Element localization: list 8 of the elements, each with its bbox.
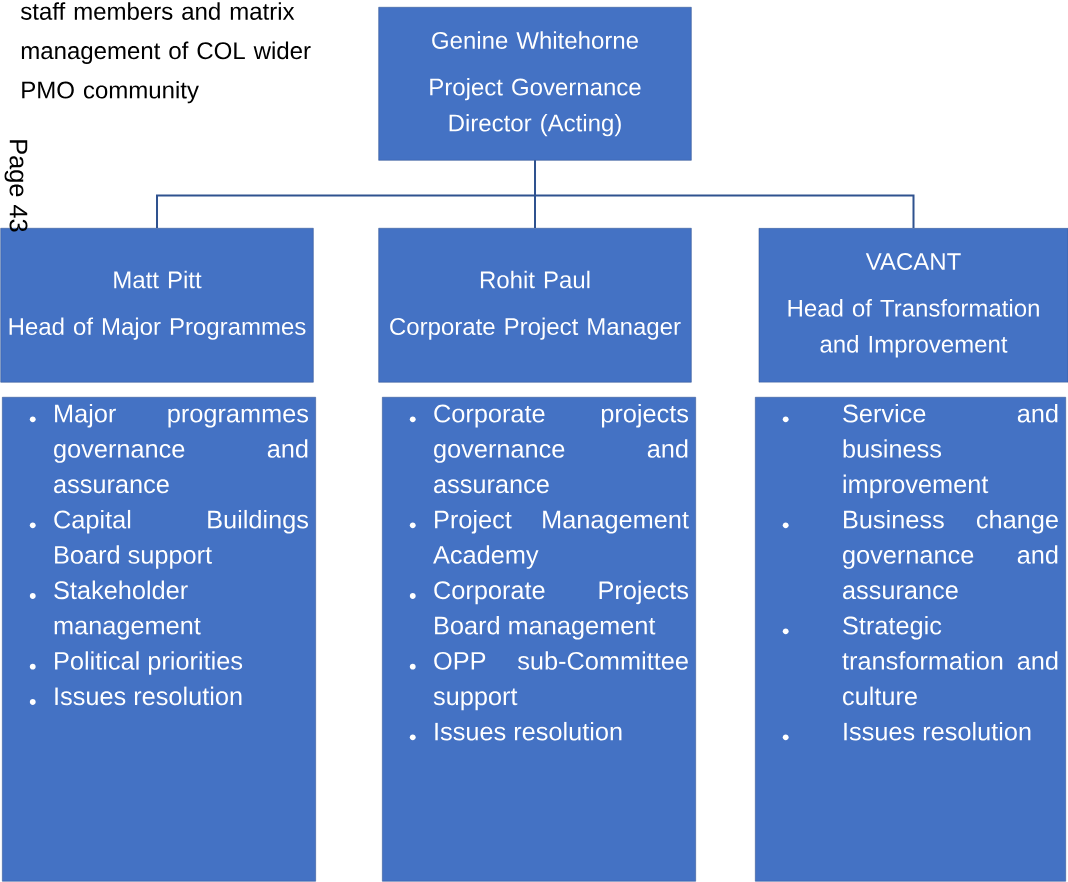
role-box: Rohit Paul Corporate Project Manager xyxy=(378,228,692,383)
connector xyxy=(534,159,915,229)
role-box: Genine Whitehorne Project Governance Director (Acting) xyxy=(378,7,692,161)
role-box: VACANT Head of Transformation and Improvement xyxy=(758,228,1068,383)
duties-box: Service and business improvement Business change governance and assurance Strategic transformation and culture Issues resolution xyxy=(755,397,1066,882)
note-text: staff members and matrix management of COL wider PMO community xyxy=(20,2,311,104)
duties-box: Corporate projects governance and assurance Project Management Academy Corporate Projects Board management OPP sub-Committee support Issues resolution xyxy=(382,397,696,882)
duties-box: Major programmes governance and assurance Capital Buildings Board support Stakeholder management Political priorities Issues resolution xyxy=(2,397,316,882)
